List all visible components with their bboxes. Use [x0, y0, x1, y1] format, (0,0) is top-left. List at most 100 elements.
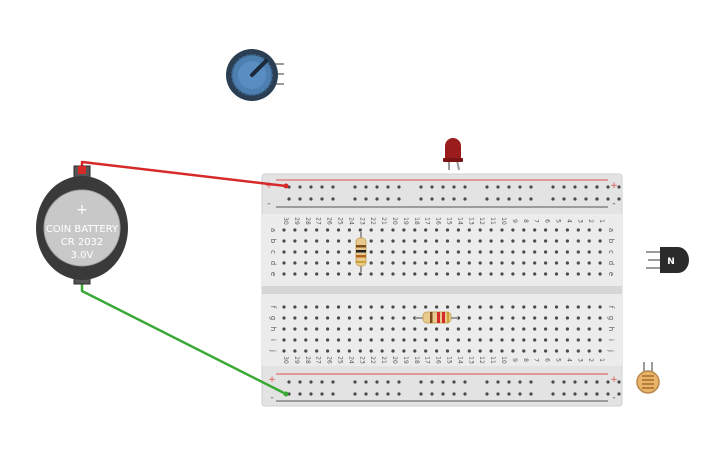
terminal-hole[interactable]	[424, 349, 428, 353]
rail-hole-bottom-plus[interactable]	[606, 380, 610, 384]
terminal-hole[interactable]	[293, 239, 297, 243]
rail-hole-bottom-minus[interactable]	[606, 392, 610, 396]
terminal-hole[interactable]	[358, 327, 362, 331]
rail-hole-top-minus[interactable]	[320, 197, 324, 201]
terminal-hole[interactable]	[576, 338, 580, 342]
terminal-hole[interactable]	[369, 250, 373, 254]
terminal-hole[interactable]	[533, 305, 537, 309]
terminal-hole[interactable]	[467, 316, 471, 320]
terminal-hole[interactable]	[511, 250, 515, 254]
terminal-hole[interactable]	[282, 239, 286, 243]
rail-hole-bottom-minus[interactable]	[584, 392, 588, 396]
terminal-hole[interactable]	[511, 239, 515, 243]
rail-hole-bottom-minus[interactable]	[617, 392, 621, 396]
terminal-hole[interactable]	[522, 239, 526, 243]
terminal-hole[interactable]	[544, 250, 548, 254]
terminal-hole[interactable]	[533, 261, 537, 265]
rail-hole-top-plus[interactable]	[529, 185, 533, 189]
terminal-hole[interactable]	[511, 261, 515, 265]
rail-hole-bottom-plus[interactable]	[397, 380, 401, 384]
terminal-hole[interactable]	[282, 228, 286, 232]
terminal-hole[interactable]	[304, 338, 308, 342]
terminal-hole[interactable]	[565, 338, 570, 342]
terminal-hole[interactable]	[489, 272, 493, 276]
terminal-hole[interactable]	[565, 228, 570, 232]
terminal-hole[interactable]	[315, 349, 319, 353]
terminal-hole[interactable]	[500, 250, 504, 254]
terminal-hole[interactable]	[336, 272, 341, 276]
terminal-hole[interactable]	[533, 338, 537, 342]
terminal-hole[interactable]	[336, 228, 341, 232]
rail-hole-bottom-minus[interactable]	[419, 392, 423, 396]
terminal-hole[interactable]	[554, 228, 559, 232]
terminal-hole[interactable]	[544, 349, 548, 353]
terminal-hole[interactable]	[326, 338, 330, 342]
terminal-hole[interactable]	[402, 349, 406, 353]
rail-hole-top-minus[interactable]	[298, 197, 302, 201]
rail-hole-top-plus[interactable]	[320, 185, 324, 189]
terminal-hole[interactable]	[544, 261, 548, 265]
terminal-hole[interactable]	[315, 338, 319, 342]
resistor-vertical[interactable]	[355, 232, 367, 272]
rail-hole-bottom-plus[interactable]	[562, 380, 566, 384]
terminal-hole[interactable]	[565, 349, 570, 353]
terminal-hole[interactable]	[282, 316, 286, 320]
rail-hole-bottom-minus[interactable]	[331, 392, 335, 396]
terminal-hole[interactable]	[424, 228, 428, 232]
terminal-hole[interactable]	[533, 327, 537, 331]
terminal-hole[interactable]	[402, 305, 406, 309]
terminal-hole[interactable]	[391, 349, 395, 353]
terminal-hole[interactable]	[391, 239, 395, 243]
terminal-hole[interactable]	[554, 250, 559, 254]
terminal-hole[interactable]	[402, 239, 406, 243]
terminal-hole[interactable]	[380, 349, 384, 353]
terminal-hole[interactable]	[326, 349, 330, 353]
terminal-hole[interactable]	[511, 349, 515, 353]
rail-hole-bottom-plus[interactable]	[298, 380, 302, 384]
rail-hole-top-plus[interactable]	[507, 185, 511, 189]
terminal-hole[interactable]	[565, 239, 570, 243]
terminal-hole[interactable]	[413, 327, 417, 331]
terminal-hole[interactable]	[467, 349, 471, 353]
rail-hole-top-plus[interactable]	[375, 185, 379, 189]
terminal-hole[interactable]	[413, 250, 417, 254]
terminal-hole[interactable]	[489, 228, 493, 232]
rail-hole-top-plus[interactable]	[419, 185, 423, 189]
terminal-hole[interactable]	[445, 250, 450, 254]
terminal-hole[interactable]	[598, 316, 602, 320]
rail-hole-top-minus[interactable]	[463, 197, 467, 201]
terminal-hole[interactable]	[293, 316, 297, 320]
terminal-hole[interactable]	[445, 272, 450, 276]
terminal-hole[interactable]	[326, 261, 330, 265]
terminal-hole[interactable]	[522, 272, 526, 276]
terminal-hole[interactable]	[456, 338, 460, 342]
rail-hole-top-plus[interactable]	[595, 185, 599, 189]
terminal-hole[interactable]	[598, 250, 602, 254]
terminal-hole[interactable]	[402, 316, 406, 320]
terminal-hole[interactable]	[358, 349, 362, 353]
terminal-hole[interactable]	[435, 261, 439, 265]
terminal-hole[interactable]	[413, 338, 417, 342]
terminal-hole[interactable]	[304, 228, 308, 232]
terminal-hole[interactable]	[511, 305, 515, 309]
terminal-hole[interactable]	[511, 338, 515, 342]
terminal-hole[interactable]	[347, 250, 351, 254]
terminal-hole[interactable]	[456, 239, 460, 243]
terminal-hole[interactable]	[380, 228, 384, 232]
terminal-hole[interactable]	[565, 327, 570, 331]
terminal-hole[interactable]	[369, 349, 373, 353]
terminal-hole[interactable]	[435, 228, 439, 232]
terminal-hole[interactable]	[587, 327, 591, 331]
terminal-hole[interactable]	[554, 338, 559, 342]
terminal-hole[interactable]	[500, 272, 504, 276]
terminal-hole[interactable]	[456, 305, 460, 309]
terminal-hole[interactable]	[413, 228, 417, 232]
terminal-hole[interactable]	[358, 338, 362, 342]
rail-hole-bottom-plus[interactable]	[309, 380, 313, 384]
terminal-hole[interactable]	[598, 261, 602, 265]
rail-hole-top-minus[interactable]	[617, 197, 621, 201]
terminal-hole[interactable]	[456, 250, 460, 254]
terminal-hole[interactable]	[576, 327, 580, 331]
terminal-hole[interactable]	[456, 327, 460, 331]
rail-hole-top-plus[interactable]	[485, 185, 489, 189]
